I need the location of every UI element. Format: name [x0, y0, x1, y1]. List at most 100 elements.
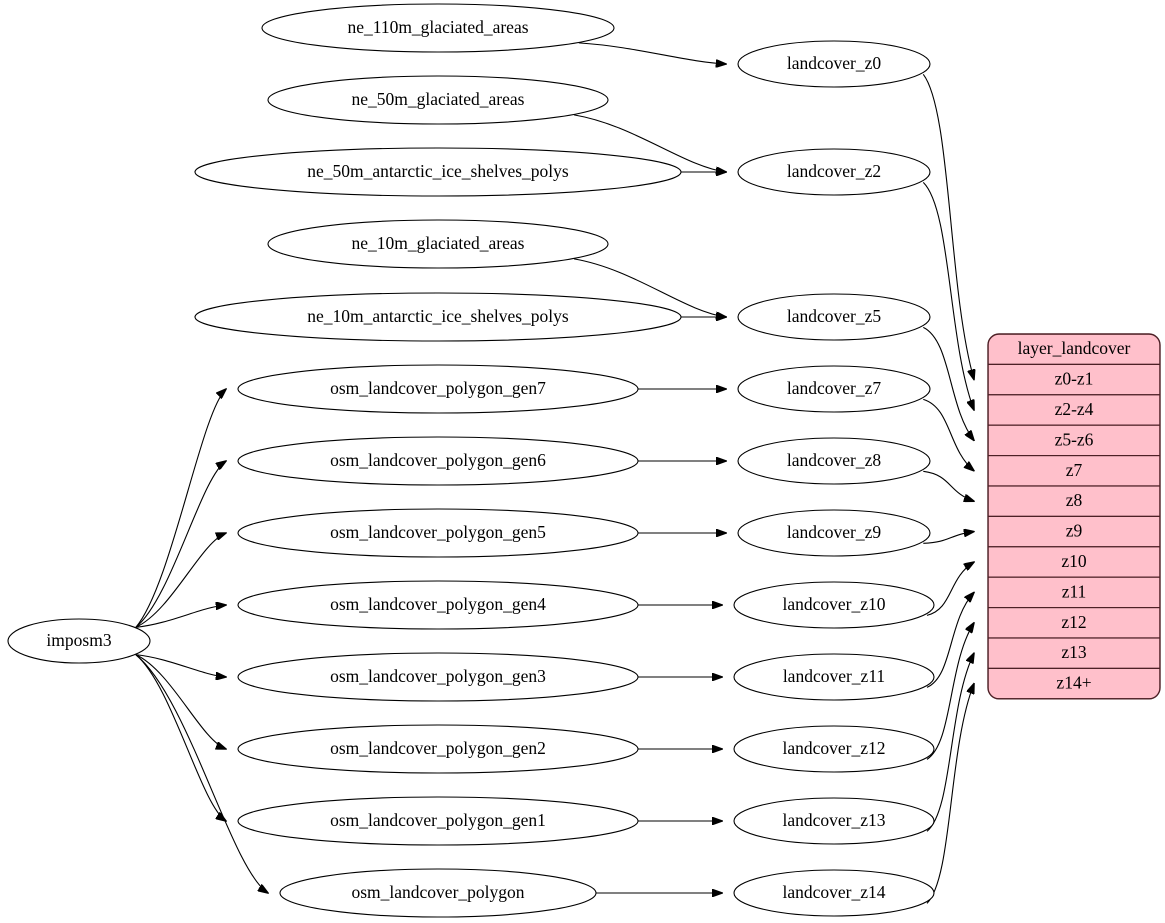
- node-ne_10m_antarctic_ice_shelves_polys[interactable]: ne_10m_antarctic_ice_shelves_polys: [194, 292, 682, 342]
- table-cell-label: z11: [1062, 581, 1087, 601]
- node-shape-landcover_z12: [733, 725, 935, 773]
- node-landcover_z10[interactable]: landcover_z10: [733, 581, 935, 629]
- node-label-landcover_z12: landcover_z12: [782, 738, 885, 758]
- node-imposm3[interactable]: imposm3: [7, 618, 151, 664]
- node-ne_50m_glaciated_areas[interactable]: ne_50m_glaciated_areas: [267, 75, 609, 125]
- table-cell-bg: [988, 394, 1160, 426]
- node-landcover_z2[interactable]: landcover_z2: [737, 148, 931, 196]
- table-row-z2-z4[interactable]: z2-z4: [988, 394, 1160, 426]
- node-shape-osm_landcover_polygon_gen6: [237, 436, 639, 486]
- edge: [923, 532, 974, 544]
- edge: [578, 42, 726, 64]
- node-ne_110m_glaciated_areas[interactable]: ne_110m_glaciated_areas: [261, 3, 615, 53]
- node-landcover_z9[interactable]: landcover_z9: [737, 509, 931, 557]
- edge: [573, 258, 726, 317]
- node-landcover_z13[interactable]: landcover_z13: [733, 797, 935, 845]
- edge-path-imposm3-to-osm_landcover_polygon: [135, 654, 268, 893]
- edge-path-landcover_z11-to-layer_landcover_z11: [926, 592, 974, 688]
- edge-path-landcover_z14-to-layer_landcover_z14_: [926, 684, 974, 904]
- node-osm_landcover_polygon_gen7[interactable]: osm_landcover_polygon_gen7: [237, 364, 639, 414]
- table-row-z10[interactable]: z10: [988, 546, 1160, 578]
- node-shape-landcover_z8: [737, 437, 931, 485]
- edge-path-imposm3-to-osm_landcover_polygon_gen7: [135, 389, 226, 628]
- node-landcover_z12[interactable]: landcover_z12: [733, 725, 935, 773]
- table-cell-label: layer_landcover: [1018, 338, 1131, 358]
- node-label-ne_10m_antarctic_ice_shelves_polys: ne_10m_antarctic_ice_shelves_polys: [307, 306, 569, 326]
- edge: [923, 398, 974, 470]
- node-shape-osm_landcover_polygon_gen5: [237, 508, 639, 558]
- node-label-landcover_z14: landcover_z14: [782, 882, 885, 902]
- node-label-landcover_z9: landcover_z9: [787, 522, 882, 542]
- table-cell-label: z0-z1: [1055, 369, 1094, 389]
- edge: [573, 114, 726, 172]
- node-landcover_z8[interactable]: landcover_z8: [737, 437, 931, 485]
- node-shape-ne_50m_antarctic_ice_shelves_polys: [194, 147, 682, 197]
- node-label-osm_landcover_polygon_gen2: osm_landcover_polygon_gen2: [330, 738, 546, 758]
- table-row-z12[interactable]: z12: [988, 606, 1160, 639]
- node-label-landcover_z0: landcover_z0: [787, 53, 882, 73]
- node-osm_landcover_polygon_gen6[interactable]: osm_landcover_polygon_gen6: [237, 436, 639, 486]
- node-label-osm_landcover_polygon_gen4: osm_landcover_polygon_gen4: [330, 594, 546, 614]
- node-shape-ne_10m_antarctic_ice_shelves_polys: [194, 292, 682, 342]
- node-label-ne_110m_glaciated_areas: ne_110m_glaciated_areas: [347, 17, 528, 37]
- node-landcover_z11[interactable]: landcover_z11: [733, 653, 935, 701]
- edge: [923, 470, 974, 501]
- node-shape-osm_landcover_polygon_gen2: [237, 724, 639, 774]
- table-cell-label: z5-z6: [1055, 429, 1094, 449]
- table-cell-bg: [988, 334, 1160, 365]
- table-row-z9[interactable]: z9: [988, 515, 1160, 548]
- node-ne_50m_antarctic_ice_shelves_polys[interactable]: ne_50m_antarctic_ice_shelves_polys: [194, 147, 682, 197]
- node-landcover_z7[interactable]: landcover_z7: [737, 365, 931, 413]
- node-shape-landcover_z5: [737, 293, 931, 341]
- node-shape-landcover_z9: [737, 509, 931, 557]
- table-row-z7[interactable]: z7: [988, 455, 1160, 487]
- node-osm_landcover_polygon[interactable]: osm_landcover_polygon: [279, 868, 597, 918]
- table-row-z8[interactable]: z8: [988, 485, 1160, 517]
- table-header-layer-landcover[interactable]: layer_landcover: [988, 334, 1160, 365]
- node-shape-landcover_z0: [737, 40, 931, 88]
- node-shape-osm_landcover_polygon: [279, 868, 597, 918]
- table-cell-label: z7: [1066, 460, 1083, 480]
- edge-path-ne_110m_glaciated_areas-to-landcover_z0: [578, 42, 726, 64]
- edge: [922, 181, 974, 410]
- edge-path-landcover_z5-to-layer_landcover_z5-z6: [923, 326, 974, 440]
- node-shape-ne_10m_glaciated_areas: [267, 219, 609, 269]
- node-landcover_z5[interactable]: landcover_z5: [737, 293, 931, 341]
- node-label-osm_landcover_polygon_gen3: osm_landcover_polygon_gen3: [330, 666, 546, 686]
- table-outline: [987, 333, 1161, 700]
- node-shape-osm_landcover_polygon_gen3: [237, 652, 639, 702]
- node-osm_landcover_polygon_gen2[interactable]: osm_landcover_polygon_gen2: [237, 724, 639, 774]
- edge-path-imposm3-to-osm_landcover_polygon_gen2: [135, 654, 226, 749]
- node-landcover_z0[interactable]: landcover_z0: [737, 40, 931, 88]
- table-row-z0-z1[interactable]: z0-z1: [988, 363, 1160, 396]
- edge-path-ne_50m_glaciated_areas-to-landcover_z2: [573, 114, 726, 172]
- node-label-osm_landcover_polygon_gen7: osm_landcover_polygon_gen7: [330, 378, 546, 398]
- node-label-landcover_z2: landcover_z2: [787, 161, 881, 181]
- table-row-z5-z6[interactable]: z5-z6: [988, 424, 1160, 457]
- table-cell-label: z9: [1066, 521, 1083, 541]
- node-landcover_z14[interactable]: landcover_z14: [733, 869, 935, 917]
- edge: [926, 623, 974, 760]
- node-osm_landcover_polygon_gen3[interactable]: osm_landcover_polygon_gen3: [237, 652, 639, 702]
- node-label-ne_10m_glaciated_areas: ne_10m_glaciated_areas: [352, 233, 525, 253]
- edge: [135, 654, 226, 749]
- node-label-ne_50m_antarctic_ice_shelves_polys: ne_50m_antarctic_ice_shelves_polys: [307, 161, 569, 181]
- table-cell-label: z8: [1066, 490, 1083, 510]
- node-shape-osm_landcover_polygon_gen4: [237, 580, 639, 630]
- table-row-z13[interactable]: z13: [988, 637, 1160, 669]
- table-cell-bg: [988, 667, 1160, 699]
- table-row-z11[interactable]: z11: [988, 576, 1160, 609]
- table-cell-label: z14+: [1056, 673, 1091, 693]
- edge: [926, 592, 974, 688]
- edge-path-landcover_z7-to-layer_landcover_z7: [923, 398, 974, 470]
- node-ne_10m_glaciated_areas[interactable]: ne_10m_glaciated_areas: [267, 219, 609, 269]
- node-osm_landcover_polygon_gen4[interactable]: osm_landcover_polygon_gen4: [237, 580, 639, 630]
- node-label-landcover_z7: landcover_z7: [787, 378, 882, 398]
- node-osm_landcover_polygon_gen1[interactable]: osm_landcover_polygon_gen1: [237, 796, 639, 846]
- node-osm_landcover_polygon_gen5[interactable]: osm_landcover_polygon_gen5: [237, 508, 639, 558]
- table-cell-bg: [988, 455, 1160, 487]
- table-row-z14plus[interactable]: z14+: [988, 667, 1160, 699]
- node-shape-ne_50m_glaciated_areas: [267, 75, 609, 125]
- edge-path-imposm3-to-osm_landcover_polygon_gen1: [135, 654, 226, 821]
